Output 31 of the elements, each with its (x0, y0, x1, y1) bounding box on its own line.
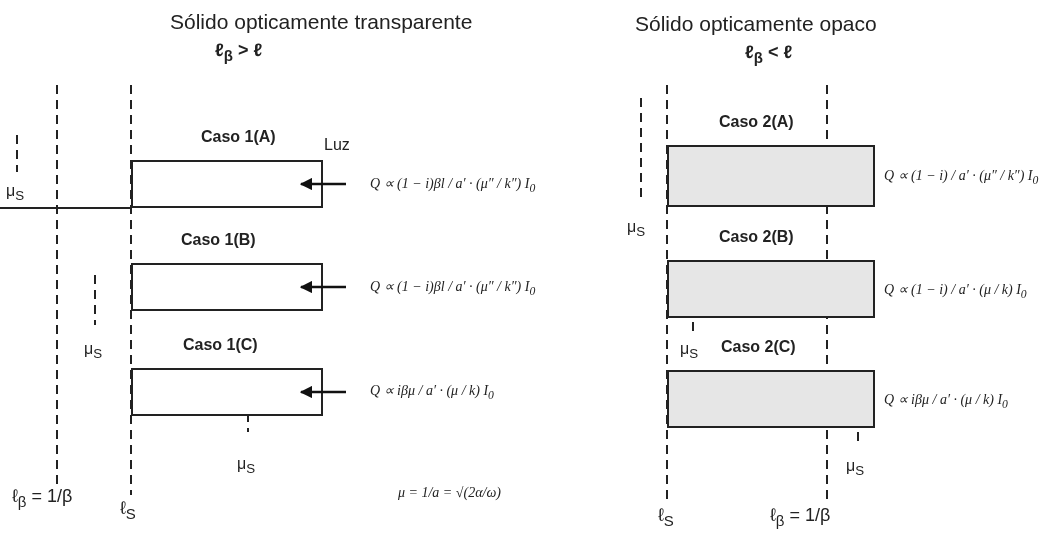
case-heading: Caso 2(B) (719, 228, 794, 246)
edge-label: Luz (324, 136, 350, 154)
position-label: μ$_{S}$ (627, 218, 646, 240)
case-heading: Caso 2(A) (719, 113, 794, 131)
formula: Q ∝ (1 − i)βl / a′ · (μ″ / k″) I$_{0}$ (370, 278, 536, 298)
condition-label: ℓ$_{β}$ > ℓ (215, 40, 263, 64)
condition-label: ℓ$_{β}$ < ℓ (745, 42, 793, 66)
position-label: μ$_{S}$ (84, 340, 103, 362)
position-label: μ$_{S}$ (680, 340, 699, 362)
position-label: μ$_{S}$ (846, 457, 865, 479)
case-heading: Caso 1(C) (183, 336, 258, 354)
length-label: ℓ$_{S}$ (120, 498, 136, 522)
formula: Q ∝ iβμ / a′ · (μ / k) I$_{0}$ (884, 391, 1008, 411)
case-heading: Caso 1(A) (201, 128, 276, 146)
light-arrow (299, 385, 346, 399)
light-arrow (299, 280, 346, 294)
formula: Q ∝ (1 − i) / a′ · (μ″ / k″) I$_{0}$ (884, 167, 1039, 187)
panel-title: Sólido opticamente transparente (170, 10, 473, 34)
formula: Q ∝ iβμ / a′ · (μ / k) I$_{0}$ (370, 382, 494, 402)
case-heading: Caso 1(B) (181, 231, 256, 249)
length-label: ℓ$_{β}$ = 1/β (770, 505, 831, 529)
formula: μ = 1/a = √(2α/ω) (398, 485, 501, 501)
panel-title: Sólido opticamente opaco (635, 12, 877, 36)
length-label: ℓ$_{S}$ (658, 505, 674, 529)
length-label: ℓ$_{β}$ = 1/β (12, 486, 73, 510)
formula: Q ∝ (1 − i) / a′ · (μ / k) I$_{0}$ (884, 281, 1027, 301)
case-heading: Caso 2(C) (721, 338, 796, 356)
light-arrow (299, 177, 346, 191)
formula: Q ∝ (1 − i)βl / a′ · (μ″ / k″) I$_{0}$ (370, 175, 536, 195)
position-label: μ$_{S}$ (6, 182, 25, 204)
position-label: μ$_{S}$ (237, 455, 256, 477)
